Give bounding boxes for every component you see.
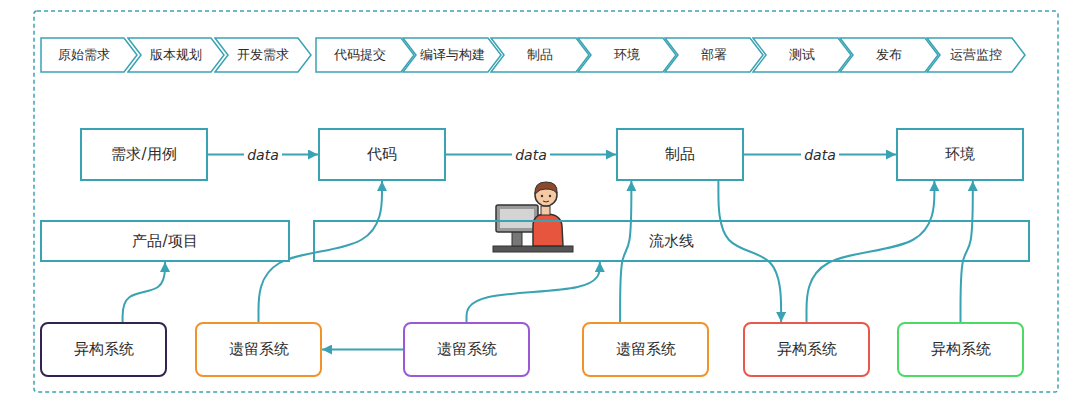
node-text: 部署 bbox=[701, 46, 727, 64]
node-text: 遗留系统 bbox=[437, 340, 497, 359]
chevron-shape bbox=[927, 38, 1025, 72]
node-text: 编译与构建 bbox=[420, 46, 485, 64]
stage-chevron: 原始需求 bbox=[40, 37, 138, 73]
node-text: 代码 bbox=[367, 145, 397, 164]
stage-chevron: 版本规划 bbox=[127, 37, 225, 73]
node-text: 异构系统 bbox=[777, 340, 837, 359]
stage-chevron: 发布 bbox=[839, 37, 939, 73]
system-box: 遗留系统 bbox=[403, 322, 530, 377]
node-text: 流水线 bbox=[649, 232, 694, 251]
edge-label: data bbox=[801, 146, 839, 164]
stage-chevron: 测试 bbox=[752, 37, 852, 73]
node-text: 环境 bbox=[945, 145, 975, 164]
edge-label: data bbox=[244, 146, 282, 164]
node-text: 异构系统 bbox=[74, 340, 134, 359]
person-illustration bbox=[493, 182, 573, 252]
node-text: 制品 bbox=[665, 145, 695, 164]
system-box: 遗留系统 bbox=[195, 322, 322, 377]
chevron-shape bbox=[41, 38, 137, 72]
chevron-shape bbox=[840, 38, 938, 72]
edge-label: data bbox=[512, 146, 550, 164]
chevron-shape bbox=[753, 38, 851, 72]
node-text: 发布 bbox=[876, 46, 902, 64]
node-text: 原始需求 bbox=[58, 46, 110, 64]
chevron-shape bbox=[316, 38, 414, 72]
node-text: 产品/项目 bbox=[132, 232, 197, 251]
node-text: 需求/用例 bbox=[111, 145, 176, 164]
chevron-shape bbox=[665, 38, 763, 72]
stage-chevron: 代码提交 bbox=[315, 37, 415, 73]
chevron-shape bbox=[491, 38, 589, 72]
artifact-box: 需求/用例 bbox=[80, 128, 208, 181]
artifact-box: 制品 bbox=[616, 128, 744, 181]
artifact-box: 代码 bbox=[318, 128, 446, 181]
flow-connector bbox=[123, 262, 165, 322]
stage-chevron: 开发需求 bbox=[214, 37, 312, 73]
flow-connector bbox=[807, 181, 935, 322]
stage-chevron: 部署 bbox=[664, 37, 764, 73]
stage-chevron: 制品 bbox=[490, 37, 590, 73]
node-text: 异构系统 bbox=[931, 340, 991, 359]
system-box: 异构系统 bbox=[743, 322, 870, 377]
stage-chevron: 运营监控 bbox=[926, 37, 1026, 73]
node-text: 开发需求 bbox=[237, 46, 289, 64]
node-text: 代码提交 bbox=[334, 46, 386, 64]
system-box: 异构系统 bbox=[897, 322, 1024, 377]
chevron-shape bbox=[578, 38, 676, 72]
system-box: 遗留系统 bbox=[582, 322, 709, 377]
stage-chevron: 编译与构建 bbox=[402, 37, 502, 73]
node-text: 制品 bbox=[527, 46, 553, 64]
flow-connector bbox=[961, 181, 973, 322]
node-text: 遗留系统 bbox=[229, 340, 289, 359]
product-band: 产品/项目 bbox=[40, 220, 290, 262]
node-text: 测试 bbox=[789, 46, 815, 64]
chevron-shape bbox=[215, 38, 311, 72]
flow-connector bbox=[322, 349, 403, 351]
chevron-shape bbox=[403, 38, 501, 72]
node-text: 版本规划 bbox=[150, 46, 202, 64]
flow-connector bbox=[467, 262, 600, 322]
flow-connector bbox=[718, 181, 781, 322]
artifact-box: 环境 bbox=[896, 128, 1024, 181]
flow-connector bbox=[620, 181, 631, 322]
frame-border bbox=[34, 11, 1058, 392]
stage-chevron: 环境 bbox=[577, 37, 677, 73]
node-text: 遗留系统 bbox=[616, 340, 676, 359]
pipeline-band: 流水线 bbox=[313, 220, 1030, 262]
chevron-shape bbox=[128, 38, 224, 72]
node-text: 环境 bbox=[614, 46, 640, 64]
node-text: 运营监控 bbox=[950, 46, 1002, 64]
system-box: 异构系统 bbox=[40, 322, 167, 377]
